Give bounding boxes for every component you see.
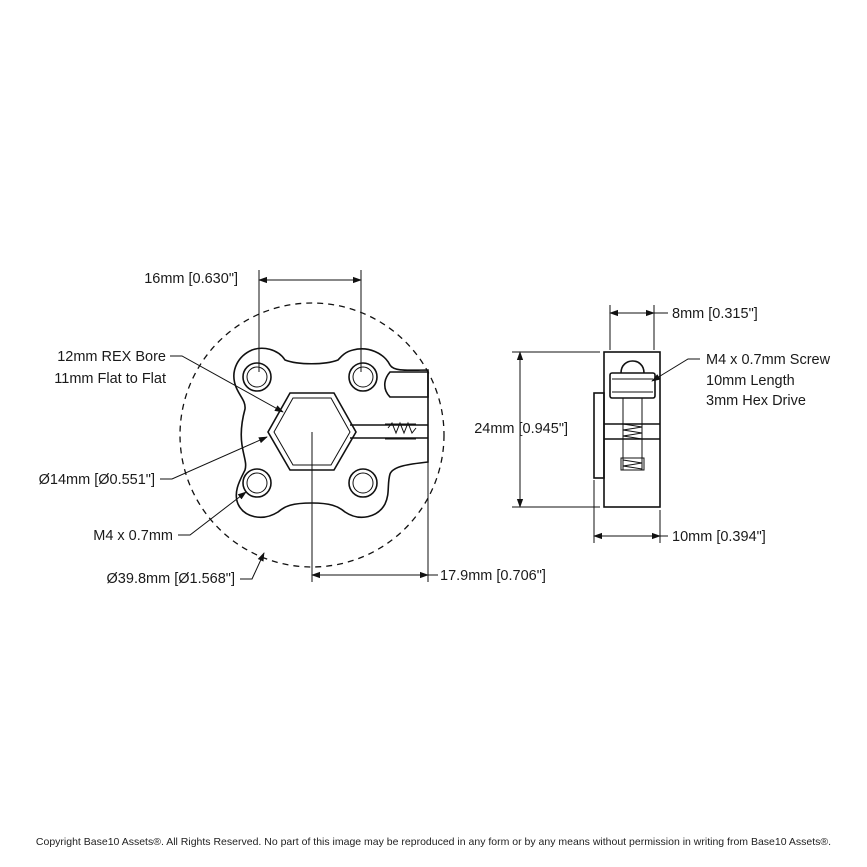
- bore-callout: 12mm REX Bore 11mm Flat to Flat: [54, 349, 284, 413]
- outer-diameter-circle: [179, 302, 445, 568]
- offset-label: 17.9mm [0.706"]: [440, 568, 546, 584]
- mounting-holes: [242, 362, 378, 498]
- screw-boss: [383, 371, 429, 398]
- hex-bore: [267, 392, 357, 471]
- hole-spacing-label: 16mm [0.630"]: [144, 271, 238, 287]
- thickness-dimension: 10mm [0.394"]: [593, 480, 766, 545]
- thickness-label: 10mm [0.394"]: [672, 529, 766, 545]
- slot-width-dimension: 8mm [0.315"]: [609, 305, 758, 350]
- screw-label-line3: 3mm Hex Drive: [706, 393, 806, 409]
- inner-diameter-label: Ø14mm [Ø0.551"]: [39, 472, 155, 488]
- thread-label: M4 x 0.7mm: [93, 528, 173, 544]
- bore-label-line2: 11mm Flat to Flat: [54, 371, 166, 387]
- hole-spacing-dimension: 16mm [0.630"]: [144, 270, 362, 372]
- screw-callout: M4 x 0.7mm Screw 10mm Length 3mm Hex Dri…: [651, 352, 831, 409]
- inner-diameter-callout: Ø14mm [Ø0.551"]: [39, 436, 268, 488]
- slot-width-label: 8mm [0.315"]: [672, 306, 758, 322]
- thread-callout: M4 x 0.7mm: [93, 491, 247, 544]
- screw-thread-front: [385, 421, 417, 440]
- height-label: 24mm [0.945"]: [474, 421, 568, 437]
- offset-dimension: 17.9mm [0.706"]: [311, 462, 546, 584]
- front-view: [179, 302, 445, 582]
- outer-diameter-callout: Ø39.8mm [Ø1.568"]: [107, 552, 265, 587]
- height-dimension: 24mm [0.945"]: [474, 351, 600, 508]
- screw-label-line1: M4 x 0.7mm Screw: [706, 352, 831, 368]
- screw-label-line2: 10mm Length: [706, 373, 795, 389]
- screw-thread-side: [622, 398, 643, 470]
- screw-head: [609, 372, 656, 399]
- side-hub-flange: [593, 392, 605, 479]
- side-body: [603, 351, 661, 508]
- bore-label-line1: 12mm REX Bore: [57, 349, 166, 365]
- copyright-notice: Copyright Base10 Assets®. All Rights Res…: [35, 836, 832, 848]
- side-view: [593, 351, 661, 508]
- hub-body-outline: [233, 347, 429, 519]
- hex-bore-chamfer: [273, 397, 351, 466]
- outer-diameter-label: Ø39.8mm [Ø1.568"]: [107, 571, 235, 587]
